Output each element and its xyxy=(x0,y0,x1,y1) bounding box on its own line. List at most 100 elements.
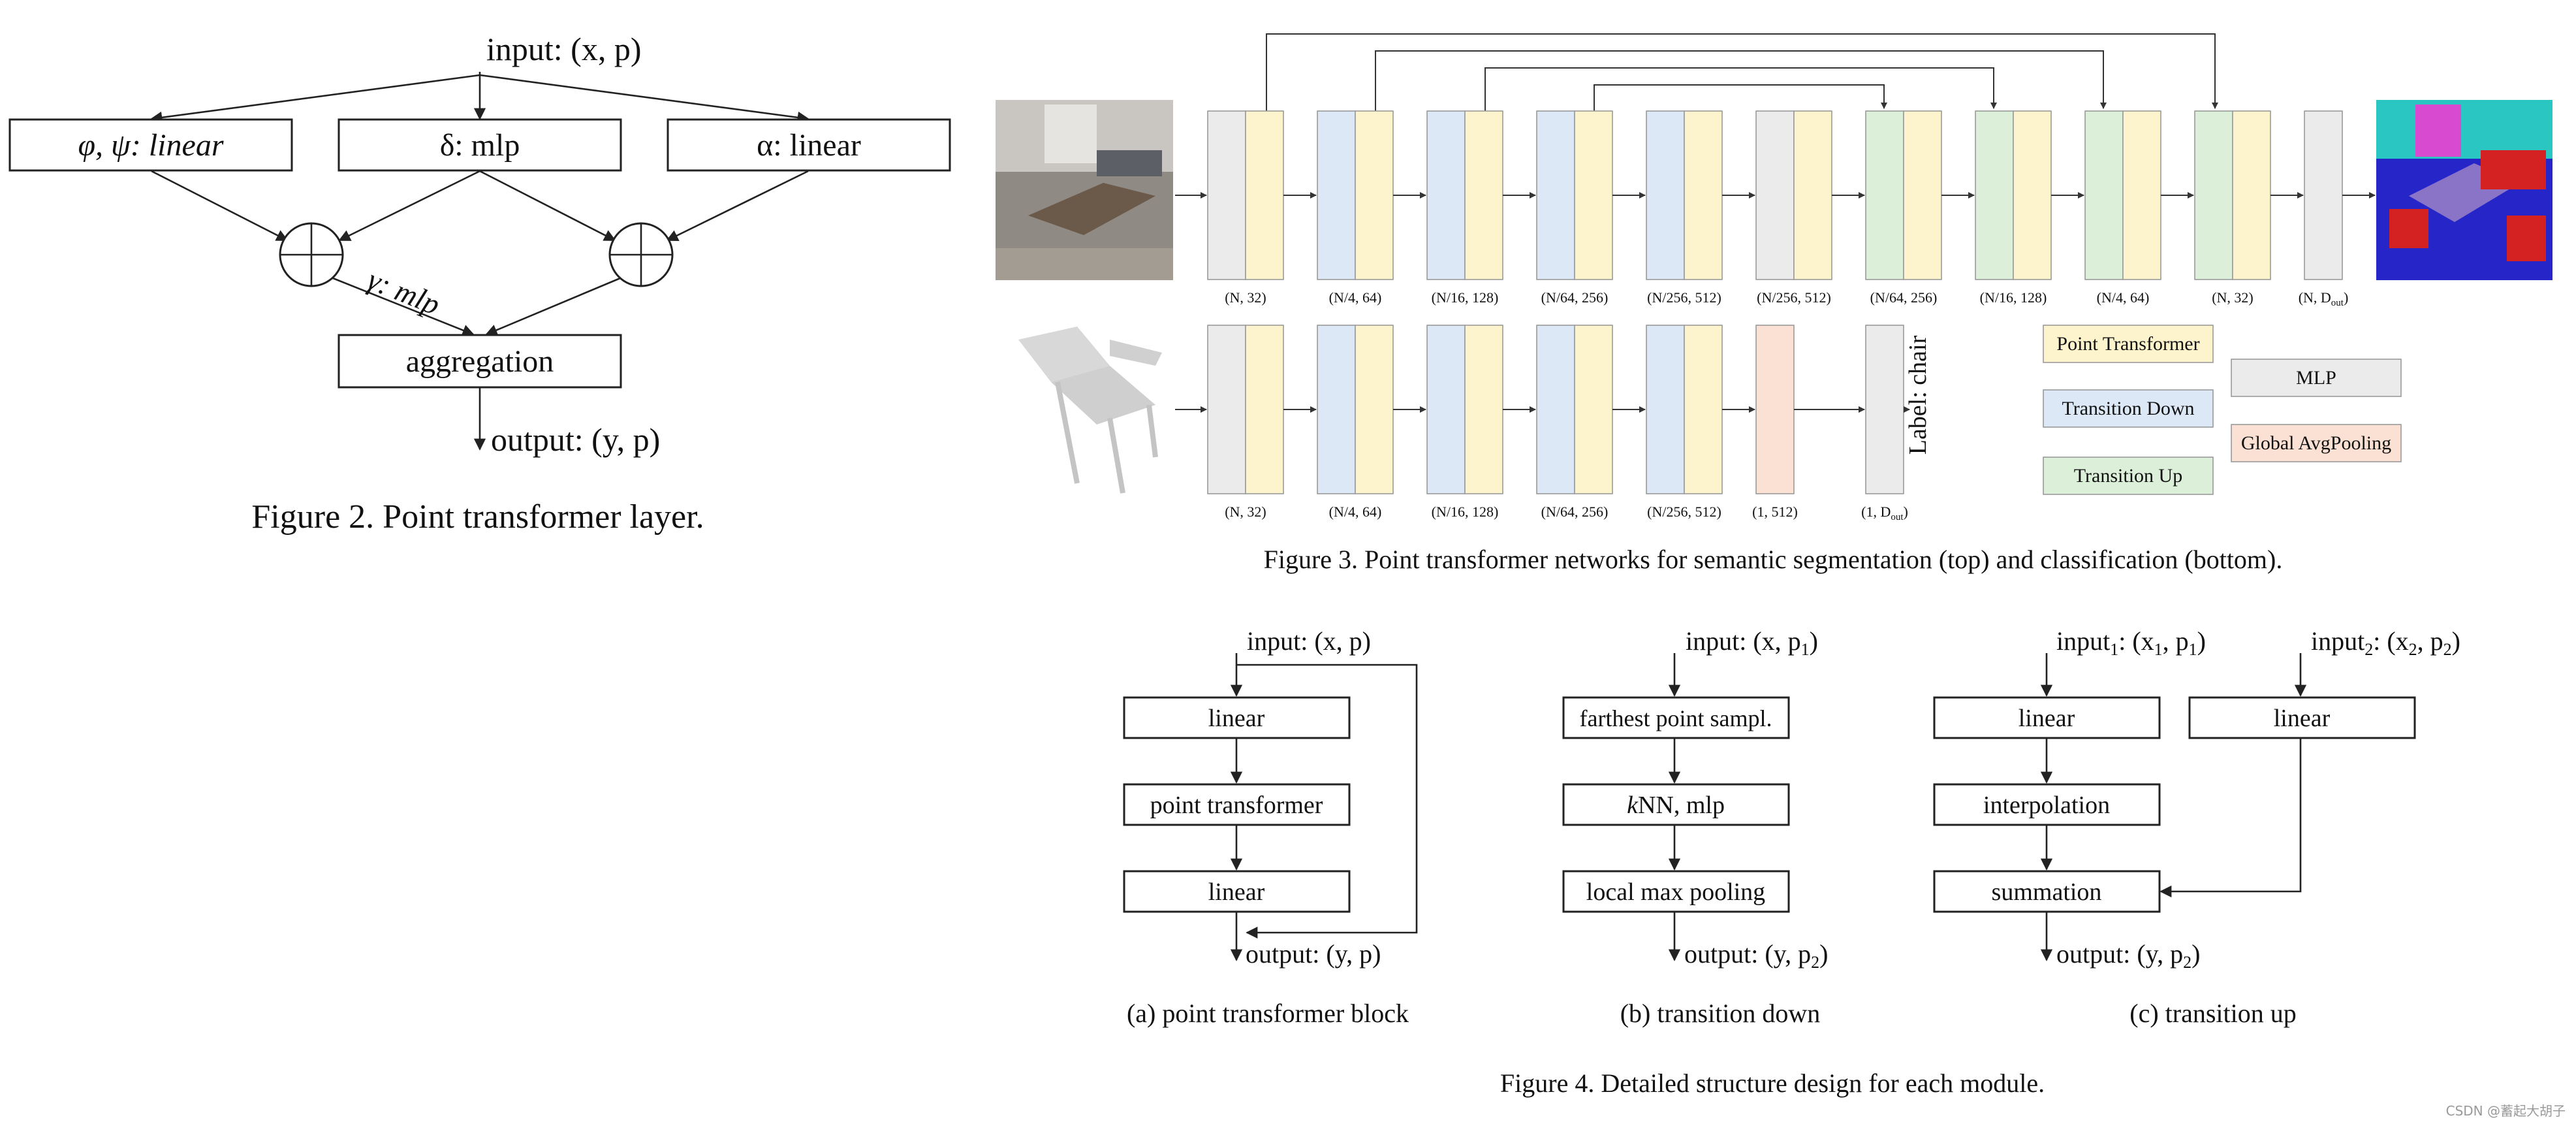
block-transition-down xyxy=(1317,110,1356,280)
fig2-gamma-mlp-label: γ: mlp xyxy=(363,263,445,321)
fig4c-input1-label: input1: (x1, p1) xyxy=(2056,626,2206,659)
legend-point-transformer-label: Point Transformer xyxy=(2056,333,2199,355)
fig4a-input-label: input: (x, p) xyxy=(1247,626,1371,656)
legend-mlp-swatch xyxy=(2231,359,2402,397)
fig4c-interpolation-label: interpolation xyxy=(1983,792,2110,819)
block-shape-label: (N, 32) xyxy=(2212,289,2254,306)
block-shape-label: (N/4, 64) xyxy=(1329,504,1382,520)
figure-3-point-transformer-networks: (N, 32) (N/4, 64) (N/16, 128) (N/64, 256) (N… xyxy=(996,33,2552,574)
seg-network-row: (N, 32) (N/4, 64) (N/16, 128) (N/64, 256) (N… xyxy=(1175,110,2376,308)
watermark: CSDN @蓄起大胡子 xyxy=(2446,1103,2566,1119)
block-shape-label: (N/64, 256) xyxy=(1541,289,1609,306)
fig4a-point-transformer-box xyxy=(1123,783,1351,826)
block-mlp xyxy=(1207,325,1246,494)
fig2-alpha-linear-label: α: linear xyxy=(757,128,861,163)
fig2-caption: Figure 2. Point transformer layer. xyxy=(251,498,704,536)
block-point-transformer xyxy=(1355,110,1394,280)
block-point-transformer xyxy=(1793,110,1832,280)
block-shape-label: (N/16, 128) xyxy=(1980,289,2047,306)
block-mlp xyxy=(1207,110,1246,280)
fig4c-linear-box-right xyxy=(2188,696,2416,739)
block-shape-label: (N/256, 512) xyxy=(1757,289,1831,306)
fig4b-farthest-point-sampling-label: farthest point sampl. xyxy=(1580,705,1772,731)
fig4b-local-max-pooling-box xyxy=(1562,870,1790,913)
legend-pooling-label: Global AvgPooling xyxy=(2241,432,2391,454)
legend-point-transformer-swatch xyxy=(2043,325,2214,363)
fig4c-output-label: output: (y, p2) xyxy=(2056,939,2200,972)
block-shape-label: (N/64, 256) xyxy=(1870,289,1938,306)
fig4a-caption: (a) point transformer block xyxy=(1127,999,1409,1028)
block-point-transformer xyxy=(1574,325,1613,494)
fig4c-interpolation-box xyxy=(1933,783,2161,826)
legend-transition-up-label: Transition Up xyxy=(2074,465,2182,487)
block-shape-label: (N/4, 64) xyxy=(2097,289,2150,306)
fig2-phi-psi-linear-label: φ, ψ: linear xyxy=(78,128,223,163)
block-shape-label: (N/16, 128) xyxy=(1432,289,1499,306)
fig2-delta-mlp-label: δ: mlp xyxy=(440,128,520,163)
fig2-output-label: output: (y, p) xyxy=(491,421,660,458)
block-point-transformer xyxy=(2232,110,2271,280)
fig4b-local-max-pooling-label: local max pooling xyxy=(1586,878,1765,906)
block-point-transformer xyxy=(1574,110,1613,280)
fig4a-point-transformer-label: point transformer xyxy=(1150,792,1323,819)
block-point-transformer xyxy=(1684,325,1723,494)
block-transition-down xyxy=(1426,325,1466,494)
legend-transition-up-swatch xyxy=(2043,457,2214,495)
fig4a-output-label: output: (y, p) xyxy=(1246,939,1381,969)
cls-network-row: (N, 32)(N/4, 64)(N/16, 128)(N/64, 256)(N… xyxy=(1175,325,1910,522)
seg-input-point-cloud-image xyxy=(996,100,1173,280)
fig2-input-label: input: (x, p) xyxy=(486,31,641,67)
block-mlp xyxy=(2304,110,2343,280)
fig4c-summation-label: summation xyxy=(1992,878,2102,906)
fig4-caption: Figure 4. Detailed structure design for … xyxy=(1500,1068,2045,1098)
fig4b-farthest-point-sampling-box xyxy=(1562,696,1790,739)
block-point-transformer xyxy=(2013,110,2052,280)
block-shape-label: (1, 512) xyxy=(1752,504,1798,520)
fig4c-caption: (c) transition up xyxy=(2129,999,2297,1028)
fig2-aggregation-box xyxy=(338,334,622,389)
block-point-transformer xyxy=(1684,110,1723,280)
fig4b-transition-down: input: (x, p1) farthest point sampl. kNN… xyxy=(1562,626,1828,1028)
block-transition-down xyxy=(1646,110,1685,280)
block-transition-up xyxy=(1865,110,1904,280)
fig4c-linear-label-right: linear xyxy=(2274,705,2331,732)
fig4a-linear-label-1: linear xyxy=(1208,705,1265,732)
fig4a-point-transformer-block: input: (x, p) linear point transformer l… xyxy=(1123,626,1418,1028)
block-shape-label: (N/64, 256) xyxy=(1541,504,1609,520)
block-mlp xyxy=(1865,325,1904,494)
legend-mlp-label: MLP xyxy=(2296,367,2336,389)
fig2-aggregation-label: aggregation xyxy=(406,344,554,379)
block-point-transformer xyxy=(1464,110,1503,280)
fig4a-linear-box-2 xyxy=(1123,870,1351,913)
figure-4-module-structures: input: (x, p) linear point transformer l… xyxy=(1123,626,2460,1098)
fig3-caption: Figure 3. Point transformer networks for… xyxy=(1264,545,2283,574)
fig2-plus-node-right xyxy=(608,222,674,287)
fig4c-input2-label: input2: (x2, p2) xyxy=(2311,626,2460,659)
block-point-transformer xyxy=(1355,325,1394,494)
seg-skip-connections xyxy=(1266,33,2218,112)
fig4b-knn-mlp-box xyxy=(1562,783,1790,826)
fig4a-linear-label-2: linear xyxy=(1208,878,1265,906)
fig3-legend: Point Transformer Transition Down Transi… xyxy=(2043,325,2402,495)
fig4b-knn-mlp-label: kNN, mlp xyxy=(1627,792,1725,819)
block-transition-down xyxy=(1646,325,1685,494)
block-shape-label: (N/256, 512) xyxy=(1647,504,1721,520)
fig4a-linear-box-1 xyxy=(1123,696,1351,739)
block-point-transformer xyxy=(1903,110,1942,280)
block-point-transformer xyxy=(2122,110,2161,280)
cls-input-chair-point-cloud xyxy=(996,317,1173,500)
fig2-phi-psi-linear-box xyxy=(8,118,293,172)
fig4b-output-label: output: (y, p2) xyxy=(1684,939,1828,972)
block-transition-up xyxy=(1975,110,2014,280)
block-transition-down xyxy=(1536,325,1575,494)
fig4c-summation-box xyxy=(1933,870,2161,913)
block-point-transformer xyxy=(1245,110,1284,280)
block-shape-label: (N, 32) xyxy=(1225,289,1266,306)
seg-output-segmentation-image xyxy=(2376,100,2552,280)
block-transition-up xyxy=(2084,110,2124,280)
block-point-transformer xyxy=(1245,325,1284,494)
block-shape-label: (N, Dout) xyxy=(2299,289,2349,308)
fig4c-linear-box-left xyxy=(1933,696,2161,739)
block-shape-label: (N/16, 128) xyxy=(1432,504,1499,520)
